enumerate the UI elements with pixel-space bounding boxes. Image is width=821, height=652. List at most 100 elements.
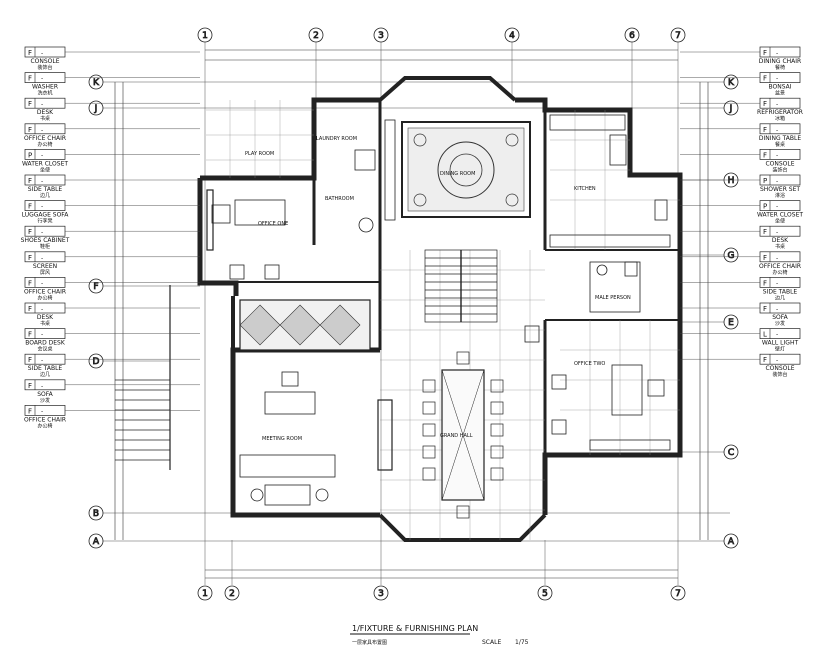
tag-sub: 办公椅 bbox=[37, 422, 52, 429]
room-label-meeting: MEETING ROOM bbox=[262, 436, 302, 442]
tag-id: F bbox=[763, 126, 767, 134]
room-label-male: MALE PERSON bbox=[595, 295, 631, 301]
tag-id: F bbox=[28, 49, 32, 57]
tag-label: SOFA bbox=[772, 314, 788, 321]
grid-label-bottom: 1 bbox=[202, 589, 208, 599]
tag-sub: 边几 bbox=[775, 294, 785, 301]
tag-label: OFFICE CHAIR bbox=[24, 416, 66, 423]
tag-dash: - bbox=[776, 152, 778, 159]
tag-dash: - bbox=[41, 101, 43, 108]
scale-label: SCALE bbox=[482, 639, 501, 646]
tag-label: SIDE TABLE bbox=[28, 186, 63, 193]
tag-sub: 坐便 bbox=[775, 218, 785, 225]
tag-id: F bbox=[763, 305, 767, 313]
right-rooms-furniture bbox=[524, 114, 671, 451]
grid-label-top: 7 bbox=[675, 31, 681, 41]
tag-dash: - bbox=[776, 127, 778, 134]
tag-id: F bbox=[28, 279, 32, 287]
tag-label: DINING CHAIR bbox=[759, 58, 801, 65]
room-label-office-left: OFFICE ONE bbox=[258, 221, 288, 227]
tag-sub: 坐便 bbox=[40, 166, 50, 173]
plan-title: 1/FIXTURE & FURNISHING PLAN bbox=[352, 624, 478, 633]
tag-dash: - bbox=[41, 50, 43, 57]
grid-bubbles-bottom: 1 2 3 5 7 bbox=[197, 585, 686, 601]
tag-sub: 办公椅 bbox=[37, 141, 52, 148]
tag-dash: - bbox=[776, 229, 778, 236]
tag-dash: - bbox=[41, 152, 43, 159]
tag-id: F bbox=[763, 279, 767, 287]
grid-label-top: 1 bbox=[202, 31, 208, 41]
title-block: 1/FIXTURE & FURNISHING PLAN 一层家具布置图 SCAL… bbox=[350, 624, 529, 646]
tag-id: F bbox=[28, 203, 32, 211]
tag-id: F bbox=[28, 305, 32, 313]
grid-label-right: G bbox=[728, 251, 735, 261]
tag-id: F bbox=[763, 228, 767, 236]
grid-label-right: E bbox=[728, 318, 734, 328]
room-label-bath: BATHROOM bbox=[325, 196, 354, 202]
room-label-laundry: LAUNDRY ROOM bbox=[316, 136, 357, 142]
tag-id: L bbox=[763, 331, 767, 339]
tag-sub: 壁灯 bbox=[775, 346, 785, 353]
tag-id: P bbox=[763, 203, 767, 211]
tag-dash: - bbox=[776, 76, 778, 83]
tag-id: F bbox=[28, 331, 32, 339]
tag-sub: 装饰台 bbox=[772, 371, 787, 378]
room-label-play: PLAY ROOM bbox=[245, 151, 274, 157]
room-label-office-right: OFFICE TWO bbox=[574, 361, 605, 367]
grid-bubbles-top: 1 2 3 4 6 7 bbox=[197, 27, 686, 43]
grid-label-left: D bbox=[93, 357, 100, 367]
room-label-hall: GRAND HALL bbox=[440, 433, 473, 439]
left-office-furniture bbox=[206, 119, 396, 280]
tag-dash: - bbox=[41, 229, 43, 236]
tag-dash: - bbox=[776, 178, 778, 185]
tag-id: P bbox=[763, 177, 767, 185]
tag-id: F bbox=[28, 177, 32, 185]
tag-sub: 淋浴 bbox=[775, 192, 785, 199]
grid-label-right: J bbox=[729, 104, 733, 114]
staircase bbox=[115, 249, 498, 470]
tag-label: SCREEN bbox=[33, 263, 57, 270]
tag-label: BOARD DESK bbox=[25, 340, 66, 347]
tag-label: SHOES CABINET bbox=[21, 237, 70, 244]
tag-sub: 书桌 bbox=[40, 320, 50, 327]
tag-label: BONSAI bbox=[768, 84, 791, 91]
grid-bubbles-right: K J H G E C A bbox=[723, 74, 739, 549]
tag-dash: - bbox=[41, 204, 43, 211]
tag-label: WATER CLOSET bbox=[757, 212, 803, 219]
tag-dash: - bbox=[41, 127, 43, 134]
tag-sub: 装饰台 bbox=[772, 166, 787, 173]
meeting-furniture bbox=[239, 371, 393, 506]
grid-label-bottom: 3 bbox=[378, 589, 384, 599]
grid-label-right: K bbox=[728, 78, 735, 88]
grid-label-left: A bbox=[93, 537, 100, 547]
tag-label: CONSOLE bbox=[765, 365, 794, 372]
tag-id: F bbox=[763, 100, 767, 108]
tag-sub: 餐桌 bbox=[775, 141, 785, 148]
tag-label: WATER CLOSET bbox=[22, 160, 68, 167]
tag-sub: 餐椅 bbox=[775, 64, 785, 71]
tag-id: F bbox=[763, 356, 767, 364]
tag-id: F bbox=[28, 100, 32, 108]
tag-sub: 冰箱 bbox=[775, 115, 785, 122]
tag-dash: - bbox=[41, 357, 43, 364]
tag-label: OFFICE CHAIR bbox=[24, 288, 66, 295]
tag-label: LUGGAGE SOFA bbox=[22, 212, 70, 219]
grid-label-left: B bbox=[93, 509, 99, 519]
room-label-kitchen: KITCHEN bbox=[574, 186, 596, 192]
tag-id: F bbox=[763, 151, 767, 159]
tag-sub: 办公椅 bbox=[37, 294, 52, 301]
tag-label: DINING TABLE bbox=[759, 135, 801, 142]
tag-dash: - bbox=[776, 306, 778, 313]
scale-value: 1/75 bbox=[515, 639, 529, 646]
grid-label-bottom: 2 bbox=[229, 589, 235, 599]
tag-sub: 边几 bbox=[40, 192, 50, 199]
tag-label: SOFA bbox=[37, 391, 53, 398]
